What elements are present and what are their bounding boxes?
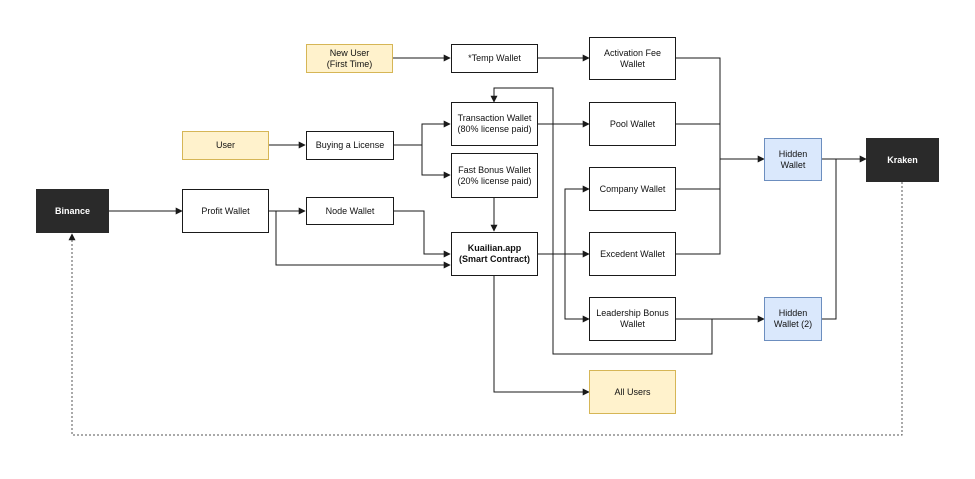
edge-buying-transaction [394, 120, 451, 146]
node-buying-license-label: Buying a License [315, 140, 385, 150]
node-all-users-label: All Users [614, 386, 651, 397]
node-binance: Binance [36, 189, 109, 233]
node-company-wallet: Company Wallet [589, 167, 676, 211]
edge-loop-transaction [490, 87, 713, 355]
node-temp-wallet-label: *Temp Wallet [468, 53, 521, 63]
node-kuailian: Kuailian.app (Smart Contract) [451, 232, 538, 276]
node-kraken-label: Kraken [887, 154, 918, 165]
node-node-wallet-label: Node Wallet [325, 205, 375, 216]
node-all-users: All Users [589, 370, 676, 414]
node-node-wallet: Node Wallet [306, 197, 394, 225]
node-hidden-wallet-label: Hidden Wallet [778, 148, 808, 170]
node-company-wallet-label: Company Wallet [599, 183, 666, 194]
node-buying-license: Buying a License [306, 131, 394, 160]
node-temp-wallet: *Temp Wallet [451, 44, 538, 73]
node-transaction-wallet: Transaction Wallet (80% license paid) [451, 102, 538, 146]
node-new-user-label: New User (First Time) [326, 47, 373, 69]
edge-activation-hidden [676, 57, 721, 255]
node-fast-bonus-wallet: Fast Bonus Wallet (20% license paid) [451, 153, 538, 198]
node-pool-wallet: Pool Wallet [589, 102, 676, 146]
node-user: User [182, 131, 269, 160]
edge-hidden2-kraken [822, 159, 837, 320]
edge-profit-kuailian [275, 211, 451, 269]
edge-kuailian-allusers [493, 276, 590, 396]
node-new-user: New User (First Time) [306, 44, 393, 73]
node-kraken: Kraken [866, 138, 939, 182]
node-binance-label: Binance [54, 205, 90, 216]
edge-kuailian-company [564, 185, 590, 254]
node-profit-wallet: Profit Wallet [182, 189, 269, 233]
edge-kraken-binance [68, 182, 903, 436]
edge-node-kuailian [394, 210, 451, 258]
node-hidden-wallet-2-label: Hidden Wallet (2) [773, 308, 813, 329]
node-excedent-wallet-label: Excedent Wallet [600, 248, 665, 259]
edge-buying-fastbonus [421, 145, 451, 179]
node-fast-bonus-wallet-label: Fast Bonus Wallet (20% license paid) [457, 164, 532, 186]
node-leadership-bonus-wallet-label: Leadership Bonus Wallet [596, 308, 669, 329]
node-user-label: User [215, 140, 235, 150]
node-hidden-wallet-2: Hidden Wallet (2) [764, 297, 822, 341]
node-transaction-wallet-label: Transaction Wallet (80% license paid) [457, 113, 532, 134]
node-activation-fee-wallet-label: Activation Fee Wallet [603, 47, 662, 69]
node-excedent-wallet: Excedent Wallet [589, 232, 676, 276]
edge-kuailian-leadership [564, 254, 590, 323]
node-profit-wallet-label: Profit Wallet [201, 205, 250, 216]
node-hidden-wallet: Hidden Wallet [764, 138, 822, 181]
node-activation-fee-wallet: Activation Fee Wallet [589, 37, 676, 80]
node-kuailian-label: Kuailian.app (Smart Contract) [458, 243, 530, 264]
node-pool-wallet-label: Pool Wallet [609, 118, 656, 129]
node-leadership-bonus-wallet: Leadership Bonus Wallet [589, 297, 676, 341]
